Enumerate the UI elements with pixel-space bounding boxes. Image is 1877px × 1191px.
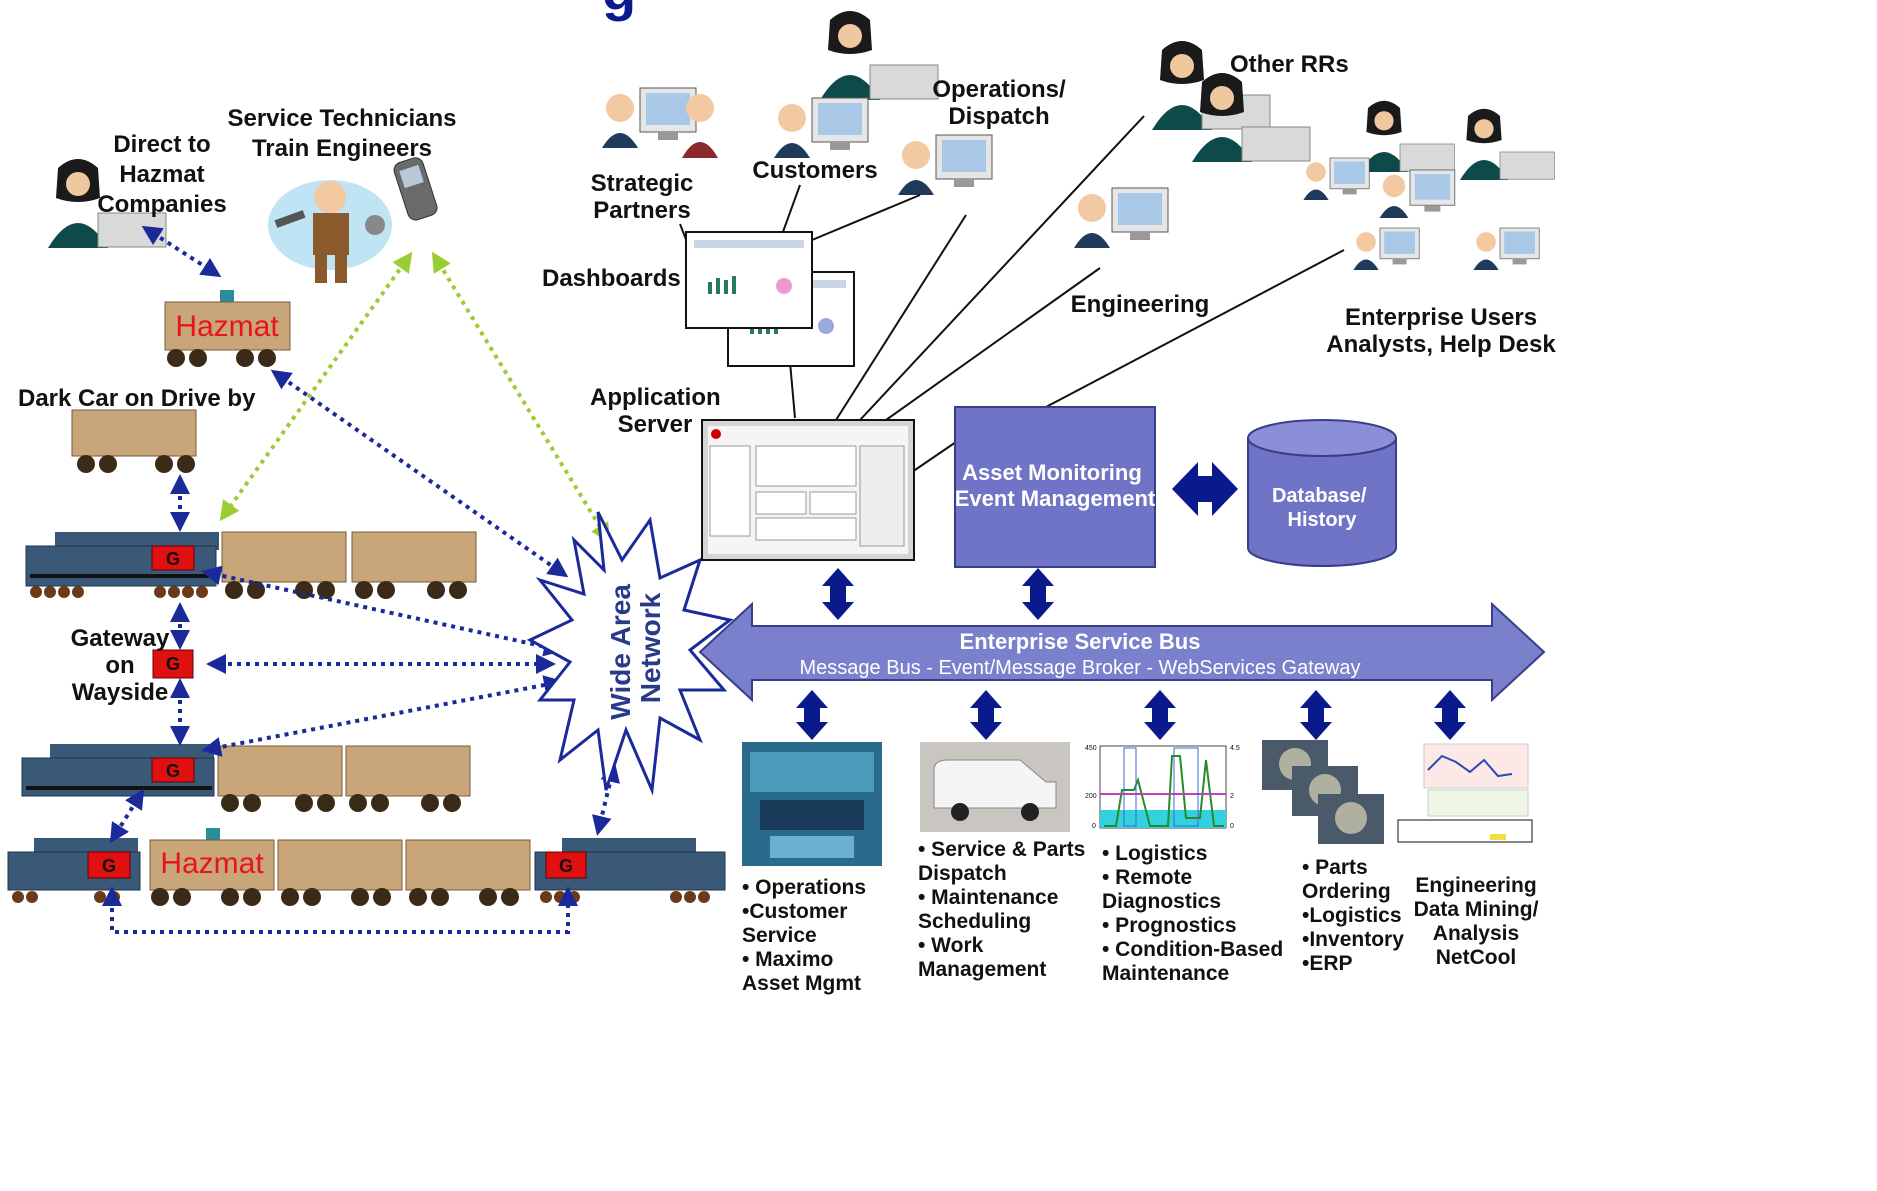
- enterprise-users-icon-6: [1473, 227, 1540, 271]
- enterprise-users-icon-5: [1353, 227, 1420, 271]
- train-row-1: G: [25, 531, 477, 599]
- strategic-partners-icon: [601, 87, 718, 158]
- axis-left-450: 450: [1085, 745, 1097, 752]
- diagnostics-chart: 450 200 0 4.5 2 0: [1085, 745, 1240, 830]
- train-row-2: G: [21, 744, 471, 812]
- hazmat-label-bottom: Hazmat: [160, 847, 264, 880]
- axis-right-0: 0: [1230, 823, 1234, 830]
- database-cylinder: Database/ History: [1247, 419, 1397, 567]
- dotted-connections: [102, 225, 620, 934]
- esb-subtitle: Message Bus - Event/Message Broker - Web…: [800, 657, 1361, 679]
- wan-label: Wide Area Network: [605, 576, 666, 719]
- asset-monitoring-line-1: Asset Monitoring: [962, 460, 1142, 485]
- application-server-screen: [701, 419, 915, 561]
- axis-right-45: 4.5: [1230, 745, 1240, 752]
- database-line-2: History: [1288, 509, 1358, 531]
- service-label-5: Engineering Data Mining/ Analysis NetCoo…: [1413, 874, 1539, 969]
- enterprise-users-icon-4: [1379, 169, 1456, 219]
- bus-connectors-top: [822, 568, 1054, 620]
- engineering-report-chart: [1397, 743, 1533, 843]
- mobile-phone-icon: [393, 157, 438, 221]
- enterprise-service-bus: Enterprise Service Bus Message Bus - Eve…: [698, 601, 1546, 703]
- dashboards-label: Dashboards: [542, 265, 681, 292]
- stakeholder-lines: [679, 115, 1345, 473]
- axis-left-200: 200: [1085, 793, 1097, 800]
- wan-line-2: Network: [635, 592, 666, 703]
- service-label-2: • Service & Parts Dispatch • Maintenance…: [918, 838, 1086, 981]
- service-technician-icon: [268, 180, 392, 283]
- asset-monitoring-line-2: Event Management: [955, 486, 1156, 511]
- gateway-g-3: G: [102, 856, 116, 876]
- hazmat-car-top: Hazmat: [164, 290, 291, 367]
- gateway-wayside-label: Gateway on Wayside: [70, 625, 170, 706]
- operations-dispatch-icon: [897, 134, 993, 196]
- axis-right-2: 2: [1230, 793, 1234, 800]
- enterprise-users-label: Enterprise Users Analysts, Help Desk: [1326, 304, 1556, 358]
- wayside-gateway: G: [152, 649, 194, 679]
- service-tech-label: Service Technicians Train Engineers: [227, 105, 457, 162]
- hazmat-label-top: Hazmat: [175, 310, 279, 343]
- engineering-label: Engineering: [1070, 291, 1210, 318]
- dark-car-label: Dark Car on Drive by: [18, 385, 256, 412]
- train-row-3: G Hazmat G: [7, 828, 726, 906]
- enterprise-users-icon-3: [1303, 157, 1370, 201]
- engineering-icon: [1073, 187, 1169, 249]
- other-rrs-label: Other RRs: [1230, 51, 1349, 78]
- gateway-g-wayside: G: [166, 654, 180, 674]
- wan-line-1: Wide Area: [605, 584, 636, 720]
- dashboard-screen-2: [685, 231, 813, 329]
- gateway-g-4: G: [559, 856, 573, 876]
- title-fragment: g: [602, 0, 636, 22]
- gateway-g-2: G: [166, 761, 180, 781]
- wide-area-network: Wide Area Network: [526, 511, 734, 796]
- service-label-4: • Parts Ordering •Logistics •Inventory •…: [1302, 856, 1404, 975]
- parts-gears-photos: [1262, 740, 1384, 844]
- service-van-photo: [920, 742, 1070, 832]
- asset-monitoring-box: [954, 406, 1156, 568]
- enterprise-users-icon-2: [1459, 108, 1555, 181]
- enterprise-users-icon: [1359, 100, 1455, 173]
- direct-hazmat-label: Direct to Hazmat Companies: [97, 131, 227, 218]
- customers-label: Customers: [752, 157, 878, 184]
- operations-dispatch-label: Operations/ Dispatch: [932, 76, 1066, 130]
- bus-connectors-bottom: [796, 690, 1466, 740]
- application-server-label: Application Server: [590, 384, 721, 438]
- strategic-partners-label: Strategic Partners: [590, 170, 694, 224]
- asset-monitoring-label: Asset Monitoring Event Management: [955, 460, 1156, 511]
- gateway-g-1: G: [166, 549, 180, 569]
- database-line-1: Database/: [1272, 485, 1367, 507]
- esb-title: Enterprise Service Bus: [960, 629, 1201, 654]
- customers-pc-icon: [773, 97, 869, 159]
- service-label-3: • Logistics • Remote Diagnostics • Progn…: [1102, 842, 1284, 985]
- service-label-1: • Operations •Customer Service • Maximo …: [742, 876, 867, 995]
- database-label: Database/ History: [1272, 485, 1372, 531]
- axis-left-0: 0: [1092, 823, 1096, 830]
- dark-car: [71, 409, 197, 473]
- green-dotted-connections: [219, 251, 611, 544]
- customers-icon: [819, 10, 939, 101]
- asset-db-double-arrow: [1172, 462, 1238, 516]
- operations-center-photo: [742, 742, 882, 866]
